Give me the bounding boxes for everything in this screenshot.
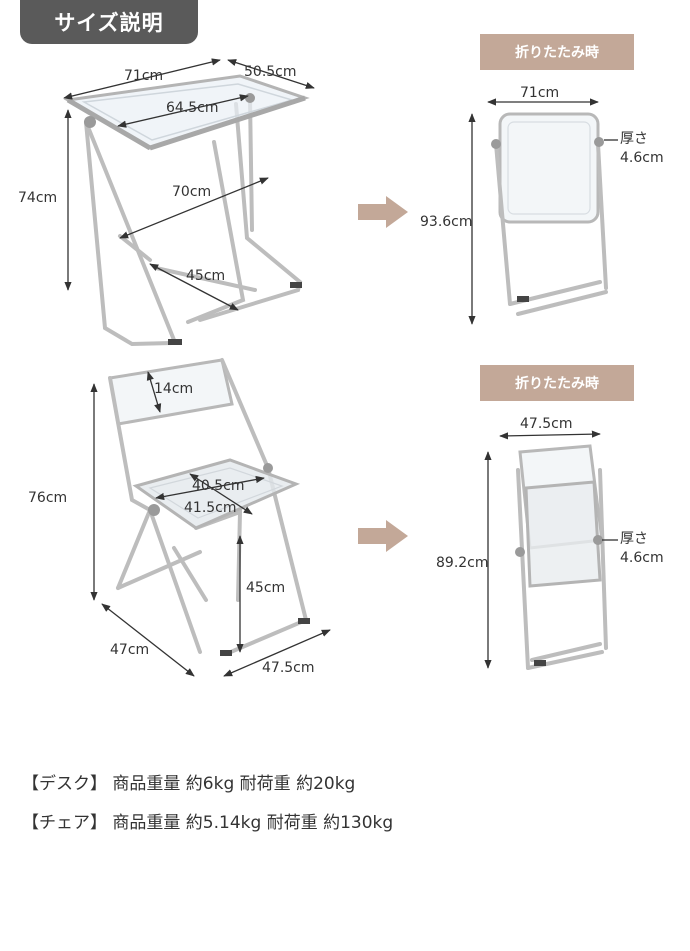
chair-back-height-label: 14cm [154, 381, 193, 397]
section-title: サイズ説明 [54, 11, 164, 35]
chair-folded-badge-label: 折りたたみ時 [515, 376, 599, 392]
desk-fold-arrow [358, 196, 408, 228]
desk-height-label: 74cm [18, 190, 57, 206]
chair-seat-height-label: 45cm [246, 580, 285, 596]
chair-depth-label: 47cm [110, 642, 149, 658]
desk-leg-span-label: 70cm [172, 184, 211, 200]
desk-folded-thickness-caption: 厚さ [620, 131, 648, 147]
desk-folded-height-label: 93.6cm [420, 214, 473, 230]
chair-height-label: 76cm [28, 490, 67, 506]
desk-folded-badge-label: 折りたたみ時 [515, 45, 599, 61]
chair-width-label: 47.5cm [262, 660, 315, 676]
chair-folded-thickness-caption: 厚さ [620, 531, 648, 547]
chair-spec-line: 【チェア】 商品重量 約5.14kg 耐荷重 約130kg [22, 813, 394, 833]
desk-folded-thickness-label: 4.6cm [620, 150, 664, 166]
chair-fold-arrow [358, 520, 408, 552]
chair-folded-badge: 折りたたみ時 [480, 365, 634, 401]
desk-depth-label: 50.5cm [244, 64, 297, 80]
desk-width-label: 71cm [124, 68, 163, 84]
desk-folded-width-label: 71cm [520, 85, 559, 101]
chair-seat-width-label: 40.5cm [192, 478, 245, 494]
chair-folded-thickness-label: 4.6cm [620, 550, 664, 566]
section-title-tab: サイズ説明 [20, 0, 198, 44]
chair-folded-illustration [515, 444, 608, 670]
desk-foot-span-label: 45cm [186, 268, 225, 284]
desk-inner-width-label: 64.5cm [166, 100, 219, 116]
desk-folded-illustration [491, 112, 608, 316]
chair-seat-depth-label: 41.5cm [184, 500, 237, 516]
desk-spec-line: 【デスク】 商品重量 約6kg 耐荷重 約20kg [22, 774, 356, 794]
chair-folded-width-label: 47.5cm [520, 416, 573, 432]
desk-folded-badge: 折りたたみ時 [480, 34, 634, 70]
chair-folded-height-label: 89.2cm [436, 555, 489, 571]
